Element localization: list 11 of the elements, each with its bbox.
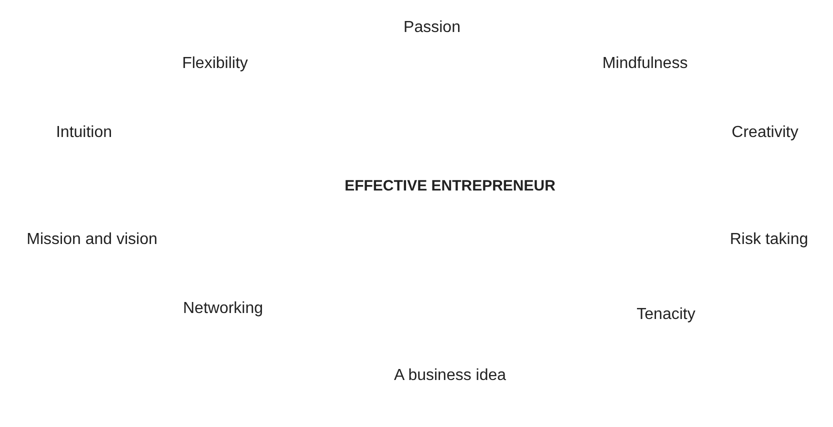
trait-label: Networking (182, 300, 264, 318)
trait-label: A business idea (394, 367, 506, 385)
central-heading: EFFECTIVE ENTREPRENEUR (344, 178, 556, 194)
trait-label: Tenacity (636, 306, 696, 324)
trait-label: Mission and vision (26, 231, 158, 249)
trait-label: Flexibility (182, 55, 248, 73)
trait-label: Mindfulness (602, 55, 688, 73)
trait-label: Passion (404, 19, 460, 37)
trait-label: Risk taking (730, 231, 808, 249)
trait-label: Creativity (732, 124, 798, 142)
trait-label: Intuition (56, 124, 112, 142)
